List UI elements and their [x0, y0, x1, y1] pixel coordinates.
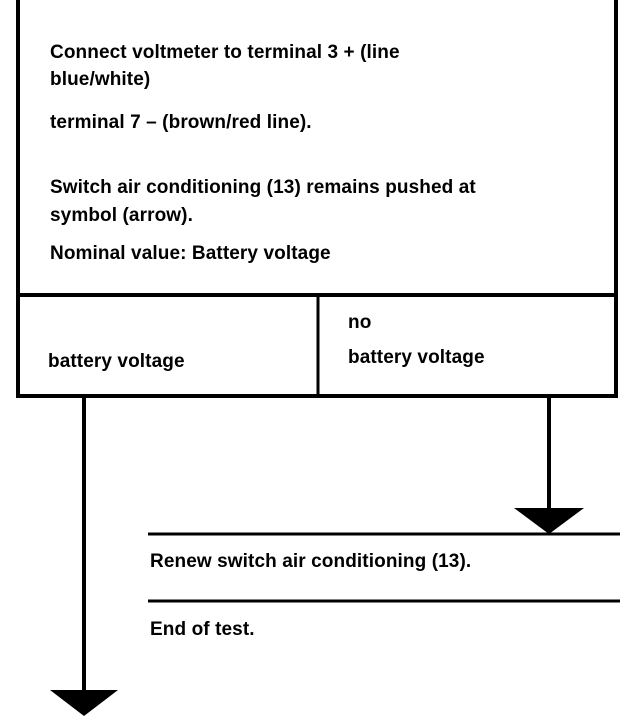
instruction-line: Switch air conditioning (13) remains pus… — [50, 177, 476, 198]
yes-branch-label: battery voltage — [48, 351, 185, 372]
no-branch-label-line2: battery voltage — [348, 347, 485, 368]
instruction-line: Connect voltmeter to terminal 3 + (line — [50, 42, 400, 63]
instruction-line: terminal 7 – (brown/red line). — [50, 112, 312, 133]
instruction-line: Nominal value: Battery voltage — [50, 243, 331, 264]
instruction-line: symbol (arrow). — [50, 205, 193, 226]
instruction-line: blue/white) — [50, 69, 151, 90]
renew-switch-step: Renew switch air conditioning (13). — [150, 551, 472, 572]
no-branch-arrowhead — [514, 508, 584, 534]
no-branch-label-line1: no — [348, 312, 372, 333]
yes-branch-arrowhead — [50, 690, 118, 716]
end-of-test-step: End of test. — [150, 619, 255, 640]
